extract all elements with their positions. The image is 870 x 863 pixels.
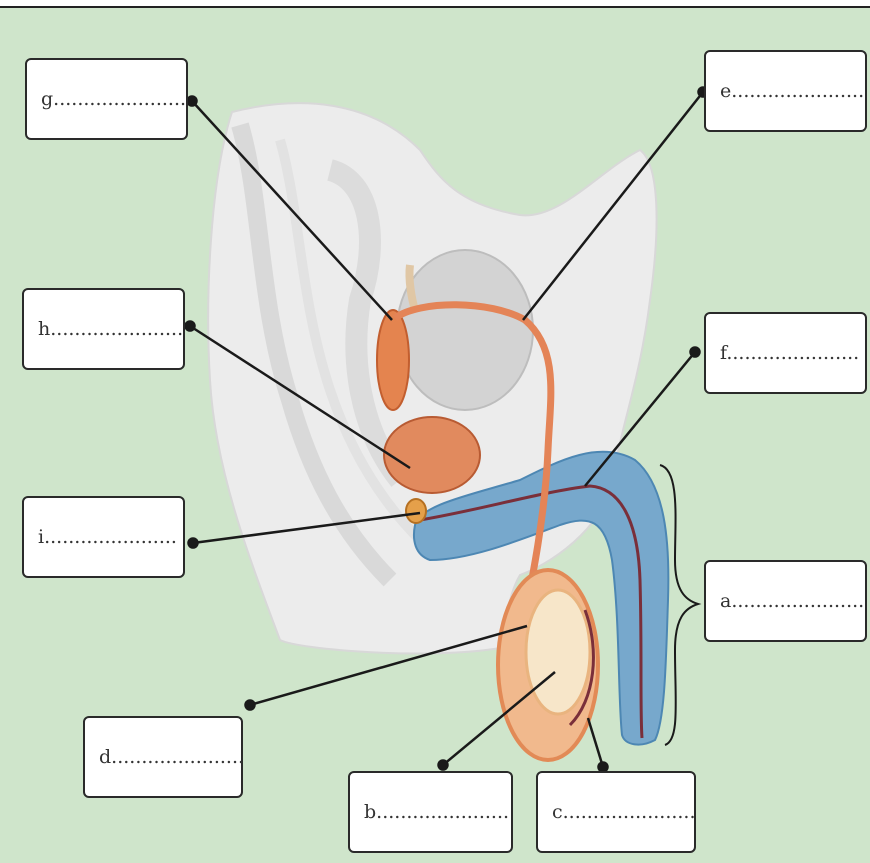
label-a[interactable]: a...................... bbox=[704, 560, 867, 642]
bladder bbox=[397, 250, 533, 410]
bulbourethral-gland bbox=[406, 499, 426, 523]
label-f[interactable]: f...................... bbox=[704, 312, 867, 394]
label-h[interactable]: h...................... bbox=[22, 288, 185, 370]
dot-h bbox=[186, 322, 195, 331]
label-e[interactable]: e...................... bbox=[704, 50, 867, 132]
label-c[interactable]: c...................... bbox=[536, 771, 696, 853]
dot-b bbox=[439, 761, 448, 770]
dot-i bbox=[189, 539, 198, 548]
label-d[interactable]: d...................... bbox=[83, 716, 243, 798]
testis bbox=[526, 590, 590, 714]
dot-f bbox=[691, 348, 700, 357]
dot-d bbox=[246, 701, 255, 710]
label-g[interactable]: g...................... bbox=[25, 58, 188, 140]
prostate-gland bbox=[384, 417, 480, 493]
dot-g bbox=[188, 97, 197, 106]
label-i[interactable]: i...................... bbox=[22, 496, 185, 578]
label-b[interactable]: b...................... bbox=[348, 771, 513, 853]
seminal-vesicle bbox=[377, 310, 409, 410]
